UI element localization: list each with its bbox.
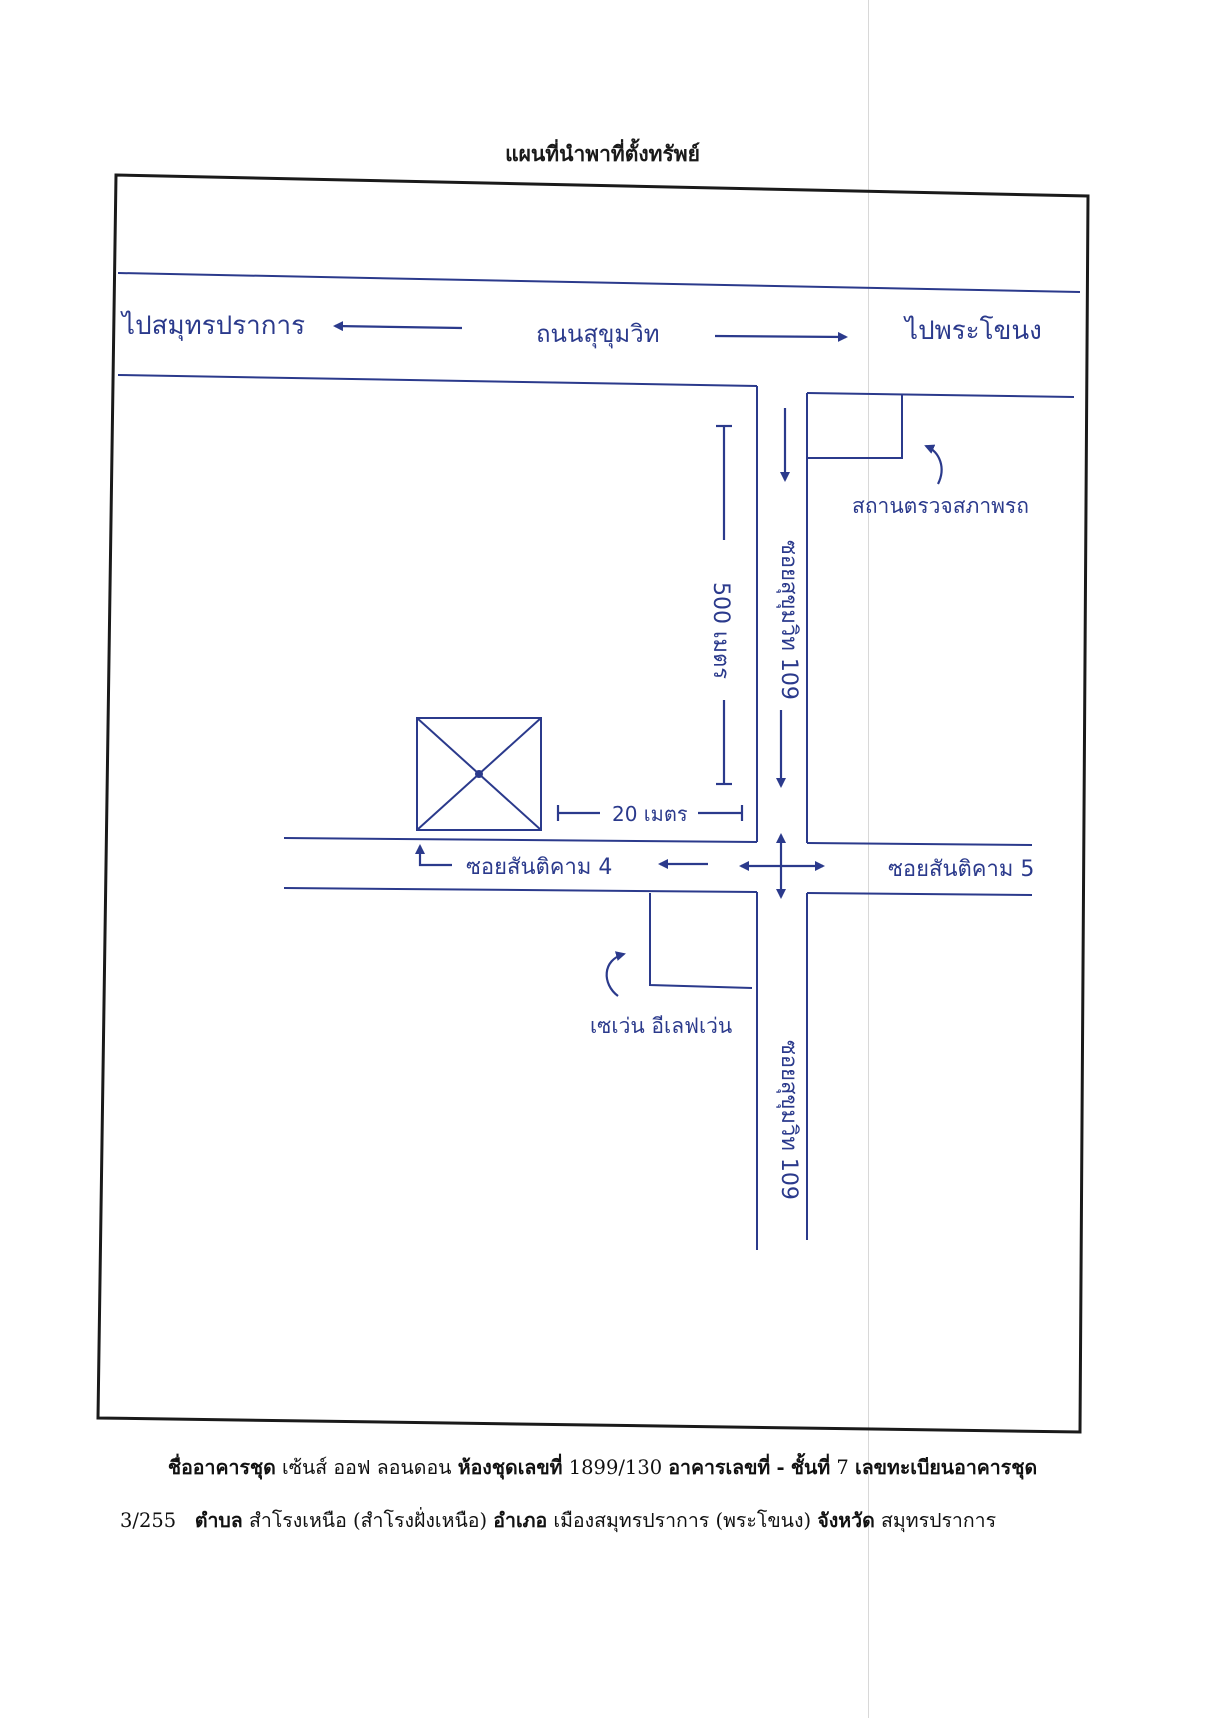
- province-label: จังหวัด: [817, 1509, 875, 1532]
- label-distance-horizontal: 20 เมตร: [612, 802, 688, 826]
- arrow-to-east: [714, 331, 848, 342]
- district-value: เมืองสมุทรปราการ (พระโขนง): [553, 1509, 812, 1532]
- label-soi-north: ซอยสุขุมวิท 109: [776, 540, 801, 700]
- label-main-road: ถนนสุขุมวิท: [536, 320, 660, 349]
- unit-number-label: ห้องชุดเลขที่: [457, 1456, 563, 1479]
- caption-line-2: 3/255 ตำบล สำโรงเหนือ (สำโรงฝั่งเหนือ) อ…: [120, 1505, 996, 1536]
- arrow-route-west-2: [415, 844, 452, 867]
- pointer-inspection-station: [924, 444, 943, 485]
- label-soi-west: ซอยสันติคาม 4: [466, 855, 612, 880]
- soi4-north-edge: [283, 837, 758, 843]
- floor-label: ชั้นที่: [790, 1456, 831, 1479]
- caption-line-1: ชื่ออาคารชุด เซ้นส์ ออฟ ลอนดอน ห้องชุดเล…: [0, 1452, 1205, 1483]
- main-road-south-edge-east: [806, 392, 1075, 398]
- scan-fold-line: [868, 0, 869, 1718]
- label-inspection-station: สถานตรวจสภาพรถ: [852, 494, 1029, 518]
- arrow-to-west: [333, 321, 463, 332]
- soi4-south-edge: [283, 887, 758, 893]
- subdistrict-value: สำโรงเหนือ (สำโรงฝั่งเหนือ): [248, 1509, 488, 1532]
- district-label: อำเภอ: [493, 1509, 548, 1532]
- floor-value: 7: [836, 1456, 849, 1479]
- building-name-label: ชื่ออาคารชุด: [167, 1456, 276, 1479]
- subdistrict-label: ตำบล: [194, 1509, 243, 1532]
- label-distance-vertical: 500 เมตร: [708, 582, 733, 679]
- soi5-north-edge: [806, 842, 1033, 846]
- unit-number-value: 1899/130: [568, 1456, 663, 1479]
- label-seven-eleven: เซเว่น อีเลฟเว่น: [590, 1014, 732, 1038]
- map-frame: [96, 173, 1090, 1434]
- property-center-dot: [475, 770, 483, 778]
- main-road-south-edge-west: [117, 374, 758, 387]
- main-road-north-edge: [117, 272, 1081, 293]
- inspection-station-block: [807, 394, 903, 459]
- province-value: สมุทรปราการ: [880, 1509, 997, 1532]
- label-soi-east: ซอยสันติคาม 5: [888, 857, 1034, 882]
- seven-eleven-block: [649, 893, 753, 989]
- property-marker: [416, 717, 542, 831]
- registration-label: เลขทะเบียนอาคารชุด: [855, 1456, 1038, 1479]
- building-number-label: อาคารเลขที่: [668, 1456, 771, 1479]
- registration-value: 3/255: [120, 1509, 177, 1532]
- building-number-value: -: [776, 1456, 785, 1479]
- page-title: แผนที่นำพาที่ตั้งทรัพย์: [505, 141, 700, 166]
- building-name-value: เซ้นส์ ออฟ ลอนดอน: [282, 1456, 452, 1479]
- label-to-east: ไปพระโขนง: [903, 315, 1042, 346]
- label-to-west: ไปสมุทรปราการ: [120, 310, 305, 341]
- soi5-south-edge: [806, 892, 1033, 896]
- label-soi-south: ซอยสุขุมวิท 109: [776, 1040, 801, 1200]
- pointer-seven-eleven: [605, 951, 626, 997]
